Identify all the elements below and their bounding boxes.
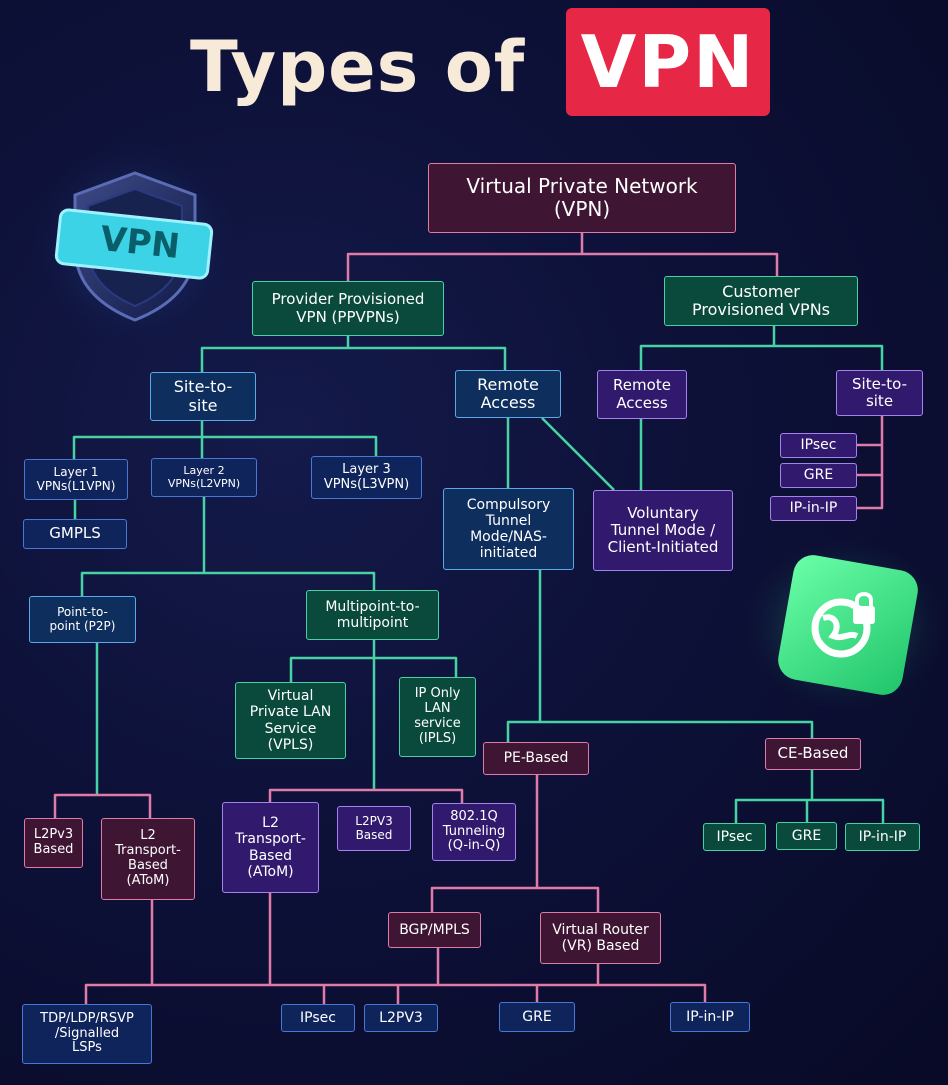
node-point-to-point: Point-to- point (P2P) xyxy=(29,596,136,643)
node-802-1q-tunneling: 802.1Q Tunneling (Q-in-Q) xyxy=(432,803,516,861)
node-ce-ipsec: IPsec xyxy=(703,823,766,851)
node-layer-1: Layer 1 VPNs(L1VPN) xyxy=(24,459,128,500)
node-remote-access: Remote Access xyxy=(455,370,561,418)
connector-bottom-bus xyxy=(84,893,707,1004)
node-customer-ipsec: IPsec xyxy=(780,433,857,458)
connector-l2-split xyxy=(80,497,376,596)
connector-p2p-children xyxy=(53,793,152,818)
node-customer-remote-access: Remote Access xyxy=(597,370,687,419)
node-bgp-mpls: BGP/MPLS xyxy=(388,912,481,948)
node-ce-based: CE-Based xyxy=(765,738,861,770)
node-layer-2: Layer 2 VPNs(L2VPN) xyxy=(151,458,257,497)
node-l2-transport-based-a: L2 Transport- Based (AToM) xyxy=(101,818,195,900)
node-l2pv3-based-b: L2PV3 Based xyxy=(337,806,411,851)
page-title: Types of xyxy=(190,26,526,108)
node-l2pv3-based-a: L2Pv3 Based xyxy=(24,818,83,868)
node-ce-gre: GRE xyxy=(776,822,837,850)
connector-vpn-split xyxy=(346,232,779,282)
node-multipoint: Multipoint-to- multipoint xyxy=(306,590,439,640)
connector-ce-children xyxy=(734,770,885,823)
node-vpn: Virtual Private Network (VPN) xyxy=(428,163,736,233)
node-tdp-ldp-rsvp: TDP/LDP/RSVP /Signalled LSPs xyxy=(22,1004,152,1064)
globe-lock-icon xyxy=(745,540,945,710)
node-site-to-site: Site-to- site xyxy=(150,372,256,421)
connector-compulsory xyxy=(506,570,814,742)
node-pe-based: PE-Based xyxy=(483,742,589,775)
node-voluntary-tunnel: Voluntary Tunnel Mode / Client-Initiated xyxy=(593,490,733,571)
node-bottom-ip-in-ip: IP-in-IP xyxy=(670,1002,750,1032)
node-vpls: Virtual Private LAN Service (VPLS) xyxy=(235,682,346,759)
node-ppvpn: Provider Provisioned VPN (PPVPNs) xyxy=(252,281,444,336)
node-customer-ip-in-ip: IP-in-IP xyxy=(770,496,857,521)
node-cpvpn: Customer Provisioned VPNs xyxy=(664,276,858,326)
connector-ppvpn-split xyxy=(200,336,507,373)
node-bottom-ipsec: IPsec xyxy=(281,1004,355,1032)
node-l2-transport-based-b: L2 Transport- Based (AToM) xyxy=(222,802,319,893)
connector-s2s-layers xyxy=(72,421,378,459)
connector-remote xyxy=(506,417,615,491)
node-customer-gre: GRE xyxy=(780,463,857,488)
title-badge: VPN xyxy=(566,8,770,116)
node-bottom-l2pv3: L2PV3 xyxy=(364,1004,438,1032)
node-customer-site-to-site: Site-to- site xyxy=(836,370,923,416)
connector-mp2mp-children xyxy=(268,788,464,803)
connector-mp2mp xyxy=(289,640,458,790)
connector-cpvpn-split xyxy=(639,326,884,370)
node-ipls: IP Only LAN service (IPLS) xyxy=(399,677,476,757)
node-virtual-router: Virtual Router (VR) Based xyxy=(540,912,661,964)
vpn-shield-icon: VPN xyxy=(30,145,240,345)
node-ce-ip-in-ip: IP-in-IP xyxy=(845,823,920,851)
connector-c-s2s xyxy=(857,416,884,510)
node-layer-3: Layer 3 VPNs(L3VPN) xyxy=(311,456,422,499)
node-gmpls: GMPLS xyxy=(23,519,127,549)
node-bottom-gre: GRE xyxy=(499,1002,575,1032)
node-compulsory-tunnel: Compulsory Tunnel Mode/NAS- initiated xyxy=(443,488,574,570)
connector-pe xyxy=(430,775,600,912)
